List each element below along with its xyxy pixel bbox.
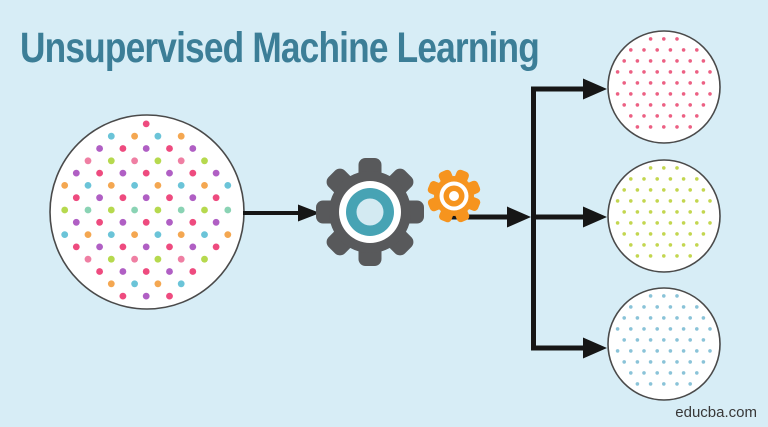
page-title: Unsupervised Machine Learning [20, 24, 540, 72]
arrow-branch-to-cluster-2 [531, 206, 607, 228]
output-cluster-circle-2 [607, 159, 721, 273]
output-cluster-dots-3 [615, 294, 712, 386]
output-cluster-circle-3 [607, 287, 721, 401]
watermark: educba.com [675, 404, 757, 421]
input-cluster-circle [49, 114, 245, 310]
arrow-branch-to-cluster-3 [531, 337, 607, 359]
arrowhead-icon [298, 204, 320, 222]
arrowhead-icon [583, 206, 607, 228]
input-data-cluster [49, 114, 245, 310]
output-cluster-circle-1 [607, 30, 721, 144]
arrow-gears-to-branch [443, 206, 531, 228]
input-cluster-dots [61, 120, 232, 300]
output-cluster-dots-1 [615, 37, 712, 129]
processing-gears [316, 158, 481, 266]
arrowhead-icon [583, 337, 607, 359]
arrowhead-icon [583, 78, 607, 100]
arrow-input-to-gears [243, 204, 320, 222]
output-cluster-3 [607, 287, 721, 401]
arrow-branch-to-cluster-1 [531, 78, 607, 100]
small-gear-icon [427, 169, 481, 223]
arrowhead-icon [507, 206, 531, 228]
output-cluster-1 [607, 30, 721, 144]
large-gear-icon [316, 158, 424, 266]
output-cluster-2 [607, 159, 721, 273]
output-cluster-dots-2 [615, 166, 712, 258]
